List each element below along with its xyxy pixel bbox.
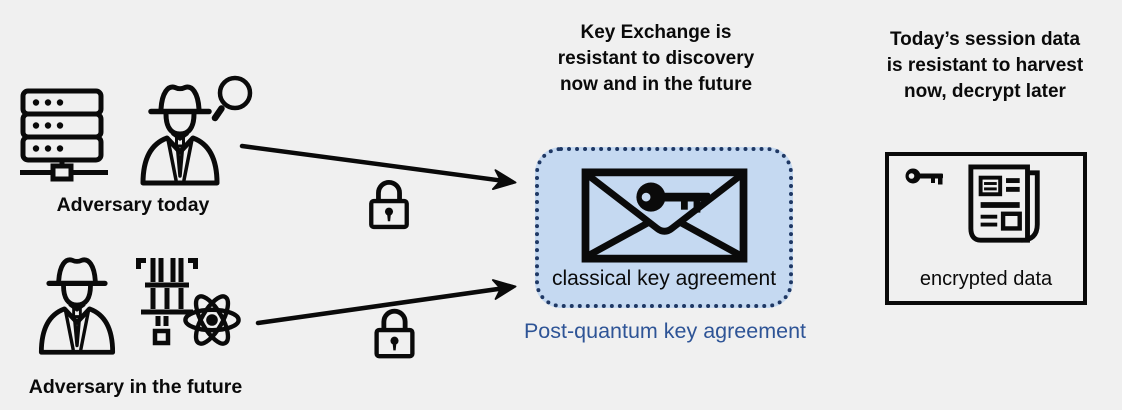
encrypted-data-label: encrypted data (919, 268, 1053, 290)
padlock-icon (374, 308, 415, 359)
right-title-line: now, decrypt later (904, 81, 1066, 102)
magnifying-glass-icon (211, 75, 253, 122)
classical-key-agreement-label: classical key agreement (551, 267, 777, 290)
spy-icon (140, 84, 220, 186)
adversary-today-label: Adversary today (56, 194, 210, 216)
right-title-line: Today’s session data (889, 29, 1081, 50)
adversary-future-label: Adversary in the future (28, 376, 243, 398)
server-icon (20, 88, 108, 182)
atom-icon (183, 294, 241, 346)
right-title-line: is resistant to harvest (886, 55, 1084, 76)
key-on-envelope (635, 182, 710, 213)
newspaper-icon (968, 164, 1040, 243)
spy-icon (38, 257, 116, 355)
key-icon (905, 168, 943, 185)
encrypted-data-box: encrypted data (885, 152, 1087, 305)
padlock-icon (369, 180, 409, 230)
quantum-computer-icon (136, 258, 198, 346)
post-quantum-caption: Post-quantum key agreement (523, 319, 807, 343)
center-title: Key Exchange is resistant to discovery n… (520, 20, 792, 98)
center-title-line: resistant to discovery (557, 48, 755, 69)
center-title-line: now and in the future (559, 74, 753, 95)
right-title: Today’s session data is resistant to har… (858, 27, 1112, 105)
post-quantum-box: classical key agreement (535, 147, 793, 308)
center-title-line: Key Exchange is (580, 22, 732, 43)
envelope-with-key-icon (581, 168, 747, 263)
